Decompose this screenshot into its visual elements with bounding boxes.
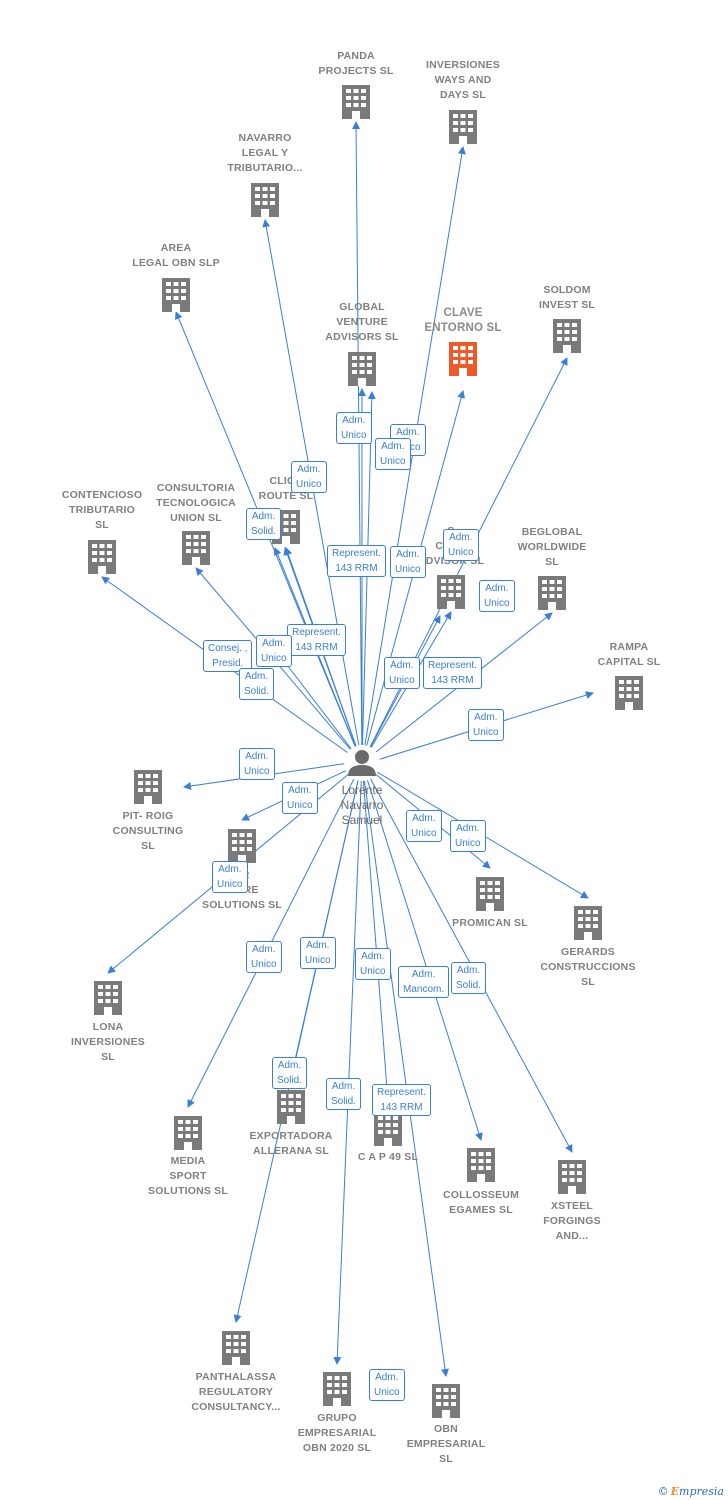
node-label-grupo-obn[interactable]: GRUPO EMPRESARIAL OBN 2020 SL bbox=[297, 1412, 377, 1454]
edge-role-label: Adm. Solid. bbox=[272, 1057, 308, 1089]
building-icon-obn-empresarial[interactable] bbox=[432, 1384, 460, 1418]
node-label-clave-entorno[interactable]: CLAVE ENTORNO SL bbox=[424, 307, 502, 334]
building-icon-exportadora[interactable] bbox=[277, 1090, 305, 1124]
edge-role-label: Adm. Solid. bbox=[239, 668, 275, 700]
edge-role-label: Adm. Unico bbox=[443, 529, 479, 561]
center-person-label[interactable]: Lorente Navarro Samuel bbox=[340, 783, 384, 827]
node-label-navarro-legal[interactable]: NAVARRO LEGAL Y TRIBUTARIO... bbox=[227, 132, 303, 174]
building-icon-soldom[interactable] bbox=[553, 319, 581, 353]
building-icon-inversiones-ways[interactable] bbox=[449, 110, 477, 144]
edge-role-label: Adm. Unico bbox=[239, 748, 275, 780]
node-label-lona[interactable]: LONA INVERSIONES SL bbox=[71, 1021, 145, 1063]
building-icon-navarro-legal[interactable] bbox=[251, 183, 279, 217]
building-icon-rampa[interactable] bbox=[615, 676, 643, 710]
building-icon-xsteel[interactable] bbox=[558, 1160, 586, 1194]
node-label-panda[interactable]: PANDA PROJECTS SL bbox=[318, 50, 394, 77]
edge-role-label: Represent. 143 RRM bbox=[423, 657, 482, 689]
building-icon-global-venture[interactable] bbox=[348, 352, 376, 386]
node-label-area-legal[interactable]: AREA LEGAL OBN SLP bbox=[132, 242, 220, 269]
edge-role-label: Adm. Unico bbox=[355, 948, 391, 980]
node-label-media-sport[interactable]: MEDIA SPORT SOLUTIONS SL bbox=[148, 1155, 228, 1197]
edge-role-label: Adm. Unico bbox=[390, 546, 426, 578]
building-icon-lona[interactable] bbox=[94, 981, 122, 1015]
edge-role-label: Adm. Unico bbox=[300, 937, 336, 969]
node-label-rampa[interactable]: RAMPA CAPITAL SL bbox=[597, 641, 661, 668]
building-icon-clave-entorno[interactable] bbox=[449, 342, 477, 376]
building-icon-panthalassa[interactable] bbox=[222, 1331, 250, 1365]
building-icon-other-solutions[interactable] bbox=[228, 829, 256, 863]
edge-role-label: Represent. 143 RRM bbox=[287, 624, 346, 656]
node-label-pit-roig[interactable]: PIT- ROIG CONSULTING SL bbox=[112, 810, 184, 852]
copyright-symbol: © bbox=[657, 1485, 669, 1498]
edge-to-panthalassa bbox=[233, 780, 359, 1323]
edge-role-label: Adm. Unico bbox=[468, 709, 504, 741]
building-icon-panda[interactable] bbox=[342, 85, 370, 119]
building-icon-cap49[interactable] bbox=[374, 1112, 402, 1146]
edge-to-cap49 bbox=[362, 780, 392, 1103]
building-icon-colosseum[interactable] bbox=[467, 1148, 495, 1182]
building-icon-gerards[interactable] bbox=[574, 906, 602, 940]
edge-role-label: Adm. Unico bbox=[336, 412, 372, 444]
edge-role-label: Adm. Unico bbox=[246, 941, 282, 973]
edge-role-label: Adm. Unico bbox=[384, 657, 420, 689]
building-icon-media-sport[interactable] bbox=[174, 1116, 202, 1150]
person-icon[interactable] bbox=[348, 750, 376, 776]
edge-to-grupo-obn bbox=[333, 780, 362, 1365]
node-label-obn-empresarial[interactable]: OBN EMPRESARIAL SL bbox=[406, 1423, 486, 1465]
building-icon-area-legal[interactable] bbox=[162, 278, 190, 312]
edge-role-label: Adm. Unico bbox=[479, 580, 515, 612]
node-label-soldom[interactable]: SOLDOM INVEST SL bbox=[538, 284, 596, 311]
building-icon-pit-roig[interactable] bbox=[134, 770, 162, 804]
edge-role-label: Adm. Unico bbox=[369, 1369, 405, 1401]
edge-role-label: Adm. Unico bbox=[450, 820, 486, 852]
brand-watermark: ©Empresia bbox=[658, 1485, 724, 1498]
node-label-exportadora[interactable]: EXPORTADORA ALLERANA SL bbox=[249, 1130, 333, 1157]
node-label-cap49[interactable]: C A P 49 SL bbox=[357, 1151, 419, 1163]
edge-role-label: Adm. Solid. bbox=[451, 962, 487, 994]
node-label-global-venture[interactable]: GLOBAL VENTURE ADVISORS SL bbox=[325, 301, 399, 343]
node-label-colosseum[interactable]: COLLOSSEUM EGAMES SL bbox=[442, 1189, 520, 1216]
building-icon-contencioso[interactable] bbox=[88, 540, 116, 574]
edge-role-label: Adm. Mancom. bbox=[398, 966, 450, 998]
edge-role-label: Represent. 143 RRM bbox=[372, 1084, 431, 1116]
node-label-gerards[interactable]: GERARDS CONSTRUCCIONS SL bbox=[540, 946, 636, 988]
building-icon-s-corp-advisor[interactable] bbox=[437, 575, 465, 609]
edge-role-label: Represent. 143 RRM bbox=[327, 545, 386, 577]
node-label-contencioso[interactable]: CONTENCIOSO TRIBUTARIO SL bbox=[61, 489, 143, 531]
edge-role-label: Adm. Unico bbox=[291, 461, 327, 493]
building-icon-beglobal[interactable] bbox=[538, 576, 566, 610]
node-label-promican[interactable]: PROMICAN SL bbox=[452, 917, 528, 929]
node-label-beglobal[interactable]: BEGLOBAL WORLDWIDE SL bbox=[517, 526, 587, 568]
building-icon-consultoria[interactable] bbox=[182, 531, 210, 565]
edge-role-label: Adm. Solid. bbox=[246, 508, 282, 540]
brand-name: mpresia bbox=[679, 1485, 724, 1498]
edge-role-label: Adm. Unico bbox=[375, 438, 411, 470]
edge-role-label: Adm. Unico bbox=[212, 861, 248, 893]
edge-to-colosseum bbox=[366, 780, 483, 1141]
node-label-consultoria[interactable]: CONSULTORIA TECNOLOGICA UNION SL bbox=[156, 482, 236, 524]
edge-role-label: Adm. Unico bbox=[282, 782, 318, 814]
edge-role-label: Consej. , Presid. bbox=[203, 640, 253, 672]
node-label-inversiones-ways[interactable]: INVERSIONES WAYS AND DAYS SL bbox=[426, 59, 500, 101]
edge-role-label: Adm. Unico bbox=[256, 635, 292, 667]
node-label-xsteel[interactable]: XSTEEL FORGINGS AND... bbox=[543, 1200, 601, 1242]
node-label-panthalassa[interactable]: PANTHALASSA REGULATORY CONSULTANCY... bbox=[191, 1371, 281, 1413]
edge-role-label: Adm. Unico bbox=[406, 810, 442, 842]
building-icon-grupo-obn[interactable] bbox=[323, 1372, 351, 1406]
brand-initial: E bbox=[670, 1485, 680, 1498]
building-icon-promican[interactable] bbox=[476, 877, 504, 911]
edge-role-label: Adm. Solid. bbox=[326, 1078, 362, 1110]
icons-layer bbox=[88, 85, 643, 1418]
edge-to-obn-empresarial bbox=[363, 780, 450, 1377]
